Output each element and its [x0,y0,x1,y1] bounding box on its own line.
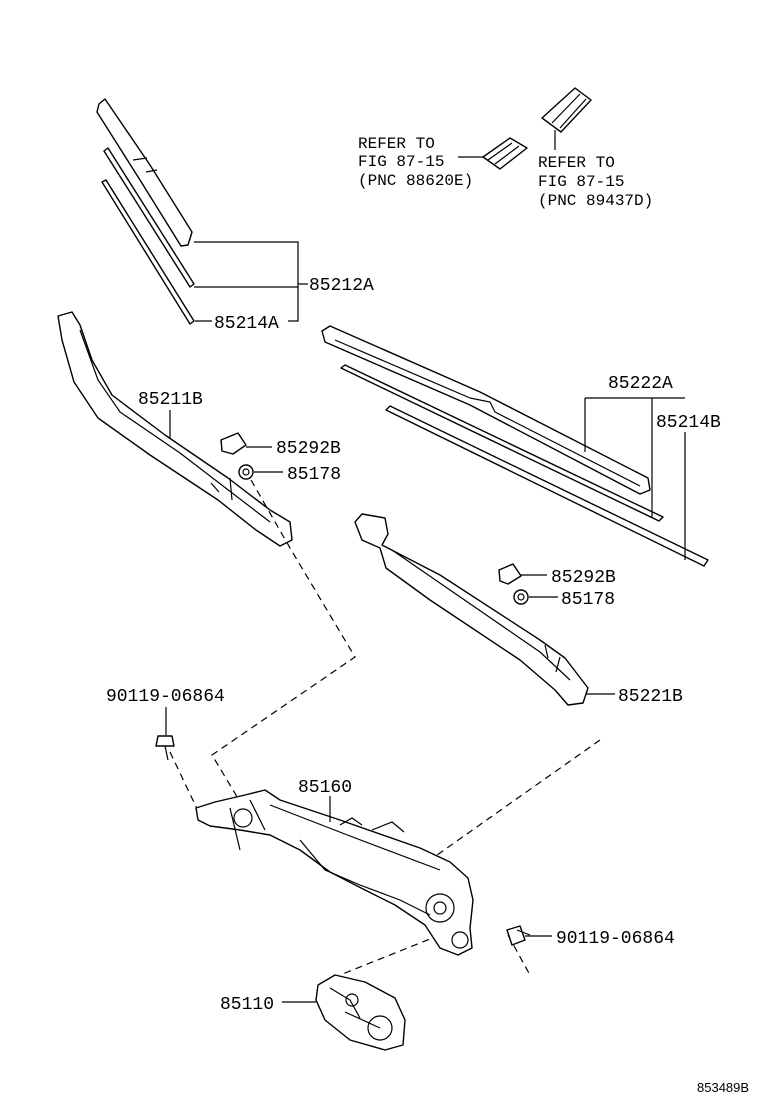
label-85110: 85110 [220,995,274,1015]
pivot-nut-85178-top[interactable] [238,464,254,480]
assembly-line-bolt-right [507,934,531,976]
label-85292b-top: 85292B [276,439,341,459]
right-wiper-blade-rubber[interactable] [340,364,664,522]
washer-nozzle-89437d[interactable] [541,87,592,133]
left-wiper-arm-85211b[interactable] [57,311,293,547]
label-85212a: 85212A [309,276,374,296]
label-90119-left: 90119-06864 [106,687,225,707]
wiper-motor-85110[interactable] [315,974,406,1051]
assembly-line-left-arm [211,479,356,811]
left-wiper-blade[interactable] [96,98,193,247]
assembly-line-bolt-left [169,751,201,816]
right-wiper-insert-85214b[interactable] [385,405,709,567]
pivot-nut-85178-mid[interactable] [513,589,529,605]
label-85292b-mid: 85292B [551,568,616,588]
pivot-cap-85292b-top[interactable] [220,432,247,455]
label-85178-top: 85178 [287,465,341,485]
leader-85222a [584,397,685,518]
refer-left-line2: FIG 87-15 [358,153,444,171]
refer-right-line2: FIG 87-15 [538,173,624,191]
wiper-link-assembly-85160[interactable] [195,789,474,956]
assembly-line-motor [339,934,441,976]
right-wiper-blade[interactable] [321,325,651,495]
label-85221b: 85221B [618,687,683,707]
left-wiper-blade-rubber[interactable] [103,147,195,288]
refer-right-line1: REFER TO [538,154,615,172]
label-90119-right: 90119-06864 [556,929,675,949]
label-85211b: 85211B [138,390,203,410]
bolt-90119-06864-right[interactable] [506,925,531,946]
label-85214a: 85214A [214,314,279,334]
assembly-line-right-arm [429,739,601,861]
pivot-cap-85292b-mid[interactable] [498,563,522,585]
diagram-code: 853489B [697,1080,749,1095]
label-85160: 85160 [298,778,352,798]
label-85222a: 85222A [608,374,673,394]
leader-85214a [195,287,299,322]
label-85178-mid: 85178 [561,590,615,610]
refer-left-line1: REFER TO [358,135,435,153]
leader-85212a [194,241,308,288]
refer-right-line3: (PNC 89437D) [538,192,653,210]
label-85214b: 85214B [656,413,721,433]
right-wiper-arm-85221b[interactable] [354,513,589,706]
refer-left-line3: (PNC 88620E) [358,172,473,190]
washer-nozzle-88620e[interactable] [482,137,528,170]
left-wiper-insert-85214a[interactable] [101,179,195,325]
bolt-90119-06864-left[interactable] [155,735,175,761]
